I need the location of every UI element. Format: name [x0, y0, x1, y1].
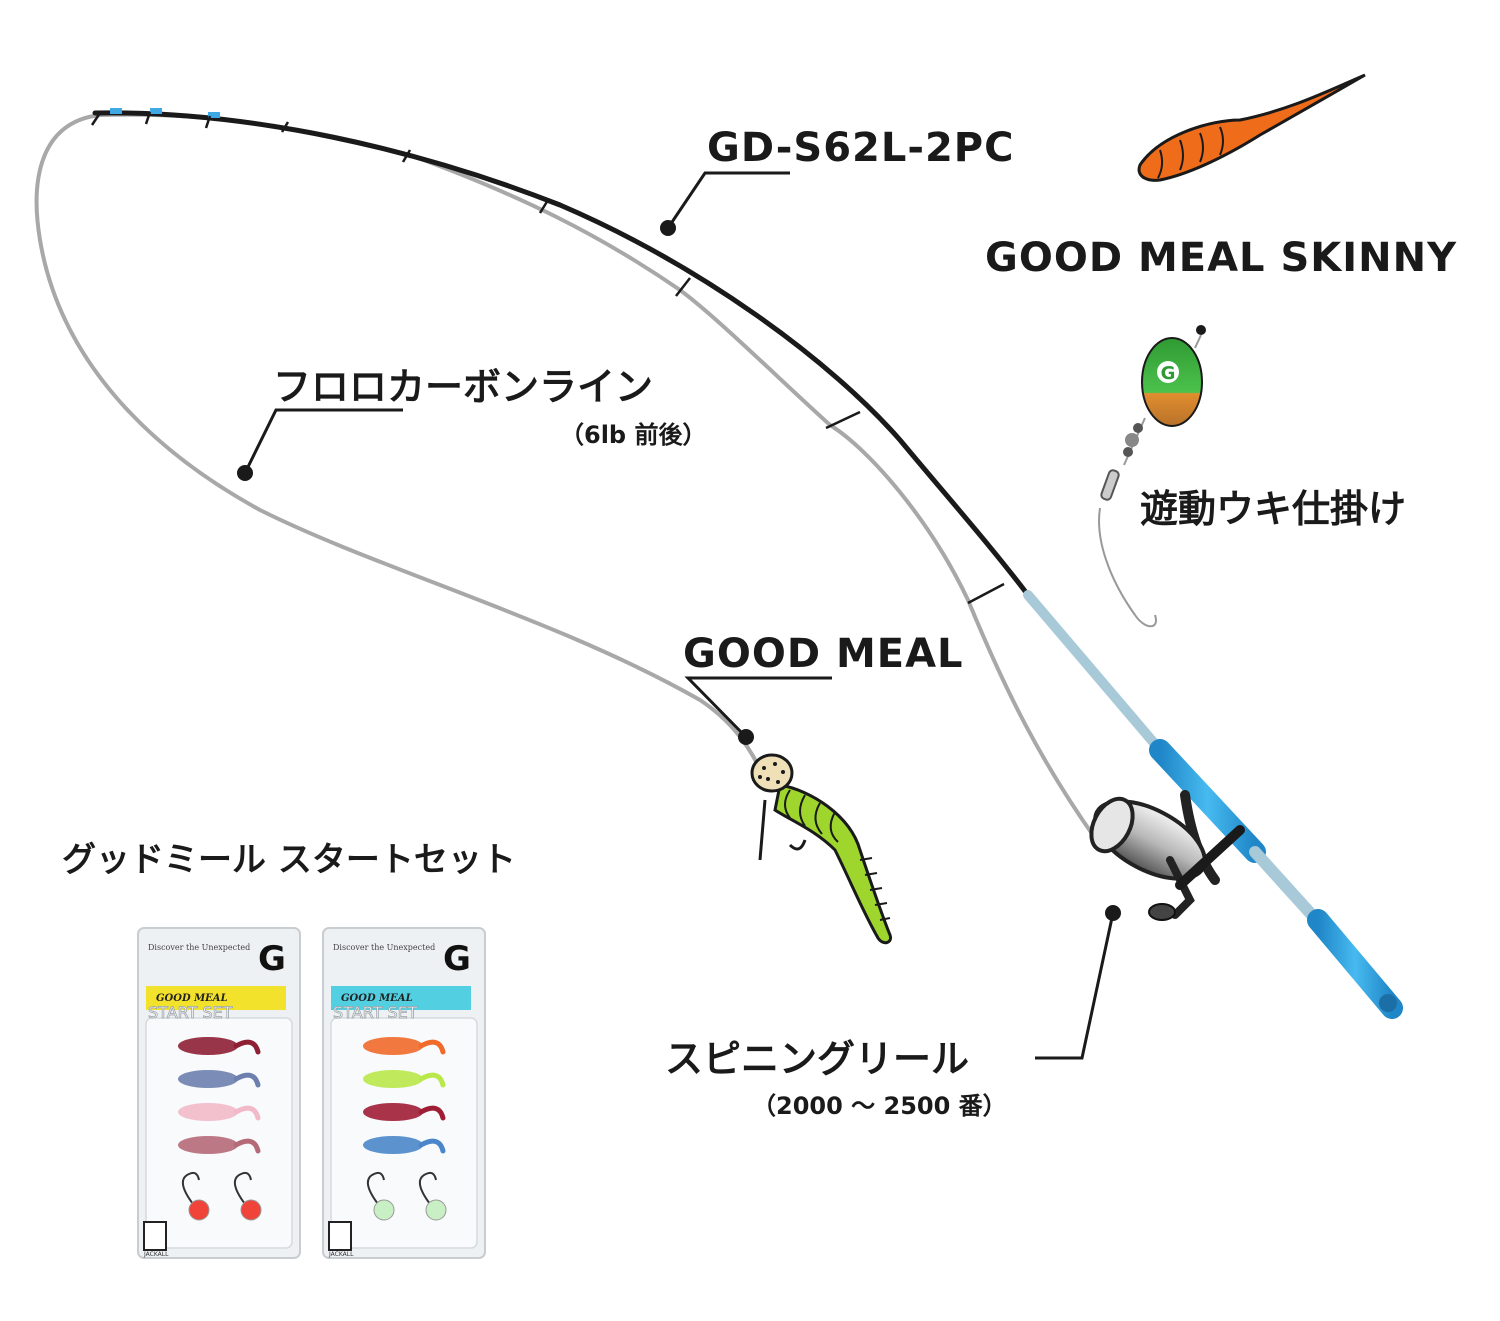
package-worm-icon [363, 1070, 446, 1088]
line-label: フロロカーボンライン [273, 365, 654, 409]
leader-dots [237, 220, 1121, 921]
rod-rear-grip [1307, 909, 1403, 1019]
package-title-band [146, 986, 286, 1010]
package-jig-head-icon [419, 1171, 447, 1221]
package-brand: JACKALL [143, 1251, 169, 1258]
good-meal-label: GOOD MEAL [683, 631, 964, 677]
reel-sub-label: （2000 ～ 2500 番） [752, 1092, 1007, 1120]
package-title: GOOD MEAL [156, 993, 228, 1004]
package-tagline: Discover the Unexpected [333, 943, 435, 952]
brand-logo-box [328, 1221, 352, 1251]
line-pointer-dot [237, 465, 253, 481]
start-set-label: グッドミール スタートセット [62, 840, 516, 880]
package-title-band [331, 986, 471, 1010]
reel-pointer-dot [1105, 905, 1121, 921]
svg-text:G: G [1161, 363, 1176, 384]
rod-label: GD-S62L-2PC [707, 125, 1015, 171]
package-logo: G [443, 939, 471, 979]
spinning-reel-icon [1089, 790, 1245, 921]
brand-logo-box [143, 1221, 167, 1251]
rod-guides [90, 111, 1005, 605]
package-worm-icon [178, 1037, 261, 1055]
leader-lines [243, 171, 1115, 1060]
package-jig-head-icon [234, 1171, 262, 1221]
reel-label: スピニングリール [665, 1037, 970, 1081]
float-rig-icon: G [1098, 325, 1206, 628]
good-meal-worm-icon [750, 753, 893, 945]
package-title: GOOD MEAL [341, 993, 413, 1004]
package-worm-icon [178, 1103, 261, 1121]
line-sub-label: （6lb 前後） [560, 421, 707, 449]
float-rig-label: 遊動ウキ仕掛け [1140, 487, 1407, 531]
package-worm-icon [178, 1136, 261, 1154]
fishing-line [34, 112, 1097, 840]
package-subtitle: START SET [333, 1003, 418, 1022]
package-logo: G [258, 939, 286, 979]
package-brand: JACKALL [328, 1251, 354, 1258]
package-subtitle: START SET [148, 1003, 233, 1022]
worm-pointer-dot [738, 729, 754, 745]
package-worm-icon [363, 1037, 446, 1055]
good-meal-skinny-worm-icon [1137, 73, 1366, 182]
package-jig-head-icon [182, 1171, 210, 1221]
rod-pointer-dot [660, 220, 676, 236]
package-worm-icon [178, 1070, 261, 1088]
skinny-label: GOOD MEAL SKINNY [985, 235, 1458, 281]
jig-head [750, 753, 794, 793]
package-worm-icon [363, 1136, 446, 1154]
package-worm-icon [363, 1103, 446, 1121]
package-jig-head-icon [367, 1171, 395, 1221]
package-tagline: Discover the Unexpected [148, 943, 250, 952]
